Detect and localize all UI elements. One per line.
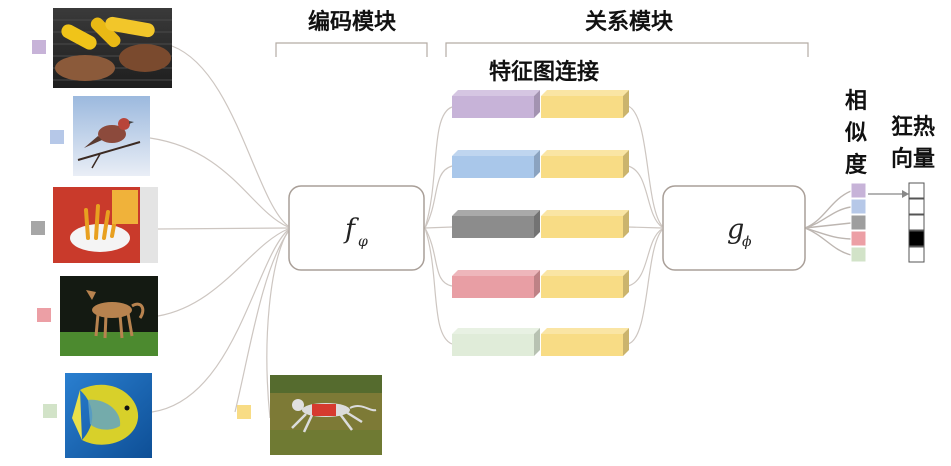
bird-photo [73, 96, 150, 176]
connector-line [424, 226, 453, 229]
support-color-tag [50, 130, 64, 144]
support-feature-block [452, 150, 540, 178]
similarity-score-cell [850, 246, 867, 263]
connector-line [627, 105, 663, 227]
connector-line [804, 190, 852, 229]
support-color-tag [43, 404, 57, 418]
connector-line [266, 230, 289, 419]
bracket-line [445, 42, 809, 57]
output-arrow [868, 190, 909, 198]
relation-module-title: 关系模块 [585, 10, 674, 35]
query-feature-block [541, 210, 629, 238]
similarity-char: 似 [844, 121, 867, 146]
encoder-module: f φ [288, 185, 425, 271]
connector-line [157, 228, 289, 317]
onehot-label: 狂热 向量 [891, 114, 935, 172]
onehot-cell [908, 246, 925, 263]
grilled-food-photo [53, 8, 172, 88]
relation-function-subscript: ϕ [742, 234, 752, 250]
connector-line [424, 227, 453, 345]
similarity-score-cell [850, 214, 867, 231]
connector-line [171, 45, 289, 227]
connector-line [627, 229, 663, 345]
connector-line [157, 227, 289, 230]
connector-line [424, 227, 453, 287]
onehot-label-line: 向量 [891, 146, 935, 172]
similarity-score-cell [850, 182, 867, 199]
support-color-tag [37, 308, 51, 322]
connector-line [804, 227, 852, 240]
angelfish-photo [65, 373, 152, 458]
connector-line [424, 106, 453, 229]
onehot-label-line: 狂热 [891, 114, 935, 140]
bracket-line [275, 42, 428, 57]
onehot-cell [908, 182, 925, 199]
fries-meal-photo [53, 187, 158, 263]
relation-function-symbol: g [727, 214, 744, 245]
connector-line [149, 137, 289, 228]
encoding-module-header: 编码模块 [275, 9, 428, 57]
relation-input-lines [627, 105, 663, 345]
similarity-score-cell [850, 198, 867, 215]
relation-output-lines [804, 190, 852, 256]
onehot-cell [908, 230, 925, 247]
support-feature-block [452, 210, 540, 238]
similarity-label: 相 似 度 [844, 89, 868, 178]
connector-line [424, 165, 453, 229]
support-color-tag [31, 221, 45, 235]
dog-photo [60, 276, 158, 356]
feature-map-pairs [452, 90, 629, 356]
running-dog-photo [270, 375, 382, 455]
connector-line [234, 231, 289, 413]
similarity-score-cell [850, 230, 867, 247]
support-feature-block [452, 90, 540, 118]
connector-line [627, 228, 663, 287]
feature-concat-title: 特征图连接 [489, 59, 599, 85]
query-feature-block [541, 90, 629, 118]
support-color-tag [32, 40, 46, 54]
connector-line [804, 227, 852, 256]
query-color-tag [237, 405, 251, 419]
feature-fanout-lines [424, 106, 453, 345]
connector-line [627, 165, 663, 228]
onehot-cell [908, 198, 925, 215]
relation-module-header: 关系模块 [445, 10, 809, 57]
onehot-vector [908, 182, 925, 263]
similarity-char: 度 [845, 152, 868, 178]
query-feature-block [541, 150, 629, 178]
encoding-module-title: 编码模块 [308, 9, 397, 35]
similarity-char: 相 [845, 89, 867, 114]
connector-line [804, 206, 852, 229]
support-feature-block [452, 270, 540, 298]
onehot-cell [908, 214, 925, 231]
query-feature-block [541, 328, 629, 356]
query-feature-block [541, 270, 629, 298]
encoder-function-subscript: φ [358, 234, 368, 250]
connector-line [627, 226, 663, 229]
encoder-input-lines [149, 45, 289, 419]
relation-module: g ϕ [662, 185, 806, 271]
similarity-score-column [850, 182, 867, 263]
support-feature-block [452, 328, 540, 356]
connector-line [804, 222, 852, 229]
connector-line [151, 229, 289, 413]
